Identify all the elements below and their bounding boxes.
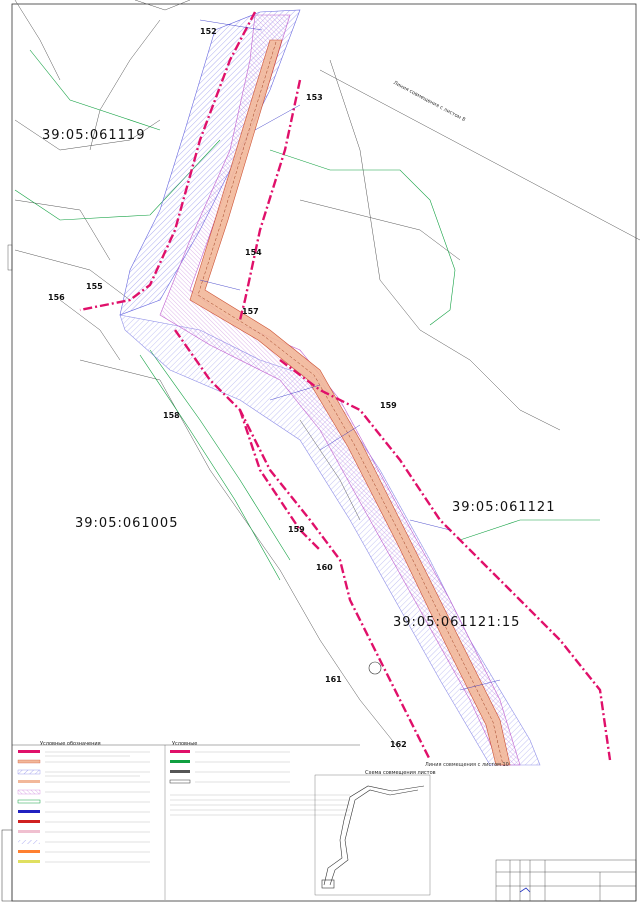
point-154: 154 <box>245 248 262 257</box>
sheet-scheme <box>314 774 431 896</box>
point-156: 156 <box>48 293 65 302</box>
sheet-frame <box>11 3 637 902</box>
legend-right-title: Условные <box>172 741 198 747</box>
cadastral-label-061119: 39:05:061119 <box>42 128 146 143</box>
inspection-marker <box>368 661 382 675</box>
point-160: 160 <box>316 563 333 572</box>
legend-swatches <box>17 750 191 863</box>
cadastral-label-061121: 39:05:061121 <box>452 500 556 515</box>
title-block <box>495 859 637 902</box>
legend-title: Условные обозначения <box>40 741 101 747</box>
point-152: 152 <box>200 27 217 36</box>
cadastral-label-061121-15: 39:05:061121:15 <box>393 615 521 630</box>
point-159-a: 159 <box>380 401 397 410</box>
parcel-lines <box>14 0 640 751</box>
scheme-title: Схема совмещения листов <box>365 770 436 776</box>
signature <box>519 887 531 893</box>
point-153: 153 <box>306 93 323 102</box>
cadastral-label-061005: 39:05:061005 <box>75 516 179 531</box>
leader-lines <box>199 19 501 691</box>
side-stamp <box>1 829 13 902</box>
match-line-note: Линия совмещения с листом 10 <box>425 762 509 768</box>
point-157: 157 <box>242 307 259 316</box>
red-boundaries <box>79 11 612 761</box>
corridor-axis <box>197 41 504 766</box>
point-159-b: 159 <box>288 525 305 534</box>
point-161: 161 <box>325 675 342 684</box>
point-158: 158 <box>163 411 180 420</box>
legend-text-lines <box>45 751 350 863</box>
point-162: 162 <box>390 740 407 749</box>
construction-corridor <box>189 39 511 766</box>
point-155: 155 <box>86 282 103 291</box>
